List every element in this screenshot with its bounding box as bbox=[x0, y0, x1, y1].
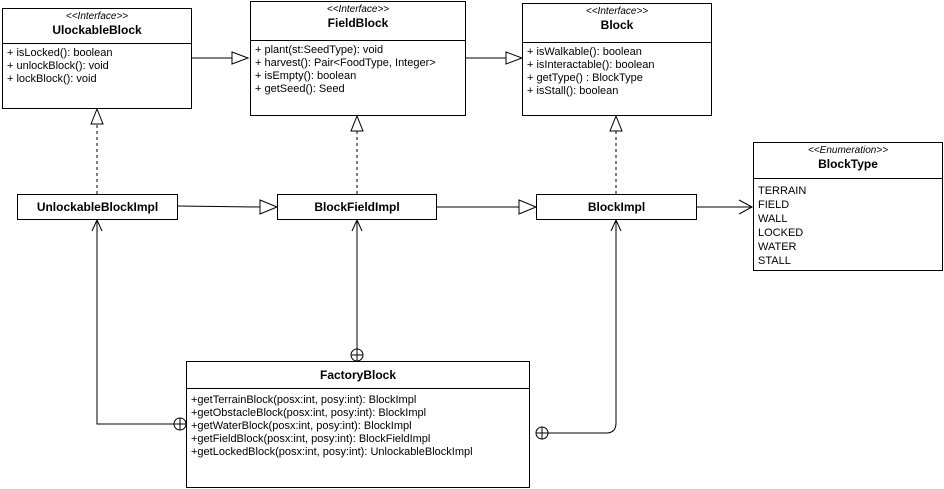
class-name: Block bbox=[600, 18, 634, 32]
edge-factory-to-unlockableimpl bbox=[96, 220, 174, 425]
member: + plant(st:SeedType): void bbox=[255, 44, 384, 56]
member: +getObstacleBlock(posx:int, posy:int): B… bbox=[191, 407, 427, 419]
stereotype-label: <<Interface>> bbox=[65, 11, 129, 22]
member-list: + plant(st:SeedType): void + harvest(): … bbox=[251, 41, 465, 99]
realization-arrowhead bbox=[609, 114, 623, 132]
class-name: UlockableBlock bbox=[52, 23, 142, 37]
member: + isStall(): boolean bbox=[527, 85, 619, 97]
enum-literal: WATER bbox=[758, 241, 797, 253]
edge-unlockableimpl-to-blockfieldimpl bbox=[177, 205, 261, 208]
stereotype-label: <<Enumeration>> bbox=[807, 145, 889, 156]
enum-literal: TERRAIN bbox=[758, 185, 807, 197]
block-field-impl-class[interactable]: BlockFieldImpl bbox=[277, 194, 437, 220]
member: +getFieldBlock(posx:int, posy:int): Bloc… bbox=[191, 433, 431, 445]
member: + isLocked(): boolean bbox=[7, 47, 113, 59]
member: + unlockBlock(): void bbox=[7, 60, 109, 72]
member-list: + isLocked(): boolean + unlockBlock(): v… bbox=[3, 44, 191, 89]
generalization-arrowhead bbox=[505, 51, 524, 65]
member-list: + isWalkable(): boolean + isInteractable… bbox=[523, 43, 711, 101]
member: + getSeed(): Seed bbox=[255, 83, 345, 95]
unlockable-block-impl-class[interactable]: UnlockableBlockImpl bbox=[17, 194, 178, 220]
enum-literal: STALL bbox=[758, 255, 791, 267]
member: +getLockedBlock(posx:int, posy:int): Unl… bbox=[191, 446, 473, 458]
member: +getWaterBlock(posx:int, posy:int): Bloc… bbox=[191, 420, 412, 432]
enum-literal: FIELD bbox=[758, 199, 790, 211]
block-interface[interactable]: <<Interface>> Block + isWalkable(): bool… bbox=[522, 3, 712, 116]
open-arrowhead bbox=[91, 218, 103, 232]
open-arrowhead bbox=[610, 218, 622, 232]
generalization-arrowhead bbox=[518, 199, 538, 215]
generalization-arrowhead bbox=[259, 199, 279, 215]
member-list: +getTerrainBlock(posx:int, posy:int): Bl… bbox=[187, 389, 529, 462]
member: + isInteractable(): boolean bbox=[527, 59, 655, 71]
enum-literal-list: TERRAIN FIELD WALL LOCKED WATER STALL bbox=[754, 179, 942, 271]
member: +getTerrainBlock(posx:int, posy:int): Bl… bbox=[191, 394, 417, 406]
realization-arrowhead bbox=[90, 107, 104, 125]
stereotype-label: <<Interface>> bbox=[326, 4, 390, 15]
class-name: BlockFieldImpl bbox=[314, 200, 400, 214]
block-impl-class[interactable]: BlockImpl bbox=[536, 194, 697, 220]
association-arrowhead bbox=[738, 199, 754, 215]
class-name: FactoryBlock bbox=[319, 367, 397, 382]
member: + isEmpty(): boolean bbox=[255, 70, 357, 82]
enum-literal: LOCKED bbox=[758, 227, 804, 239]
realization-arrowhead bbox=[350, 114, 364, 132]
class-name: BlockType bbox=[818, 157, 878, 171]
member: + lockBlock(): void bbox=[7, 73, 97, 85]
class-name: BlockImpl bbox=[587, 200, 646, 214]
member: + harvest(): Pair<FoodType, Integer> bbox=[255, 57, 436, 69]
block-type-enumeration[interactable]: <<Enumeration>> BlockType TERRAIN FIELD … bbox=[753, 142, 943, 271]
ulockable-block-interface[interactable]: <<Interface>> UlockableBlock + isLocked(… bbox=[2, 8, 192, 109]
factory-block-class[interactable]: FactoryBlock +getTerrainBlock(posx:int, … bbox=[186, 361, 530, 488]
class-name: FieldBlock bbox=[327, 16, 389, 30]
stereotype-label: <<Interface>> bbox=[585, 6, 649, 17]
edge-factory-to-blockimpl bbox=[548, 220, 617, 434]
field-block-interface[interactable]: <<Interface>> FieldBlock + plant(st:Seed… bbox=[250, 1, 466, 116]
member: + isWalkable(): boolean bbox=[527, 46, 642, 58]
member: + getType() : BlockType bbox=[527, 72, 643, 84]
enum-literal: WALL bbox=[758, 213, 788, 225]
generalization-arrowhead bbox=[231, 51, 250, 65]
class-name: UnlockableBlockImpl bbox=[36, 200, 159, 214]
open-arrowhead bbox=[351, 218, 363, 232]
